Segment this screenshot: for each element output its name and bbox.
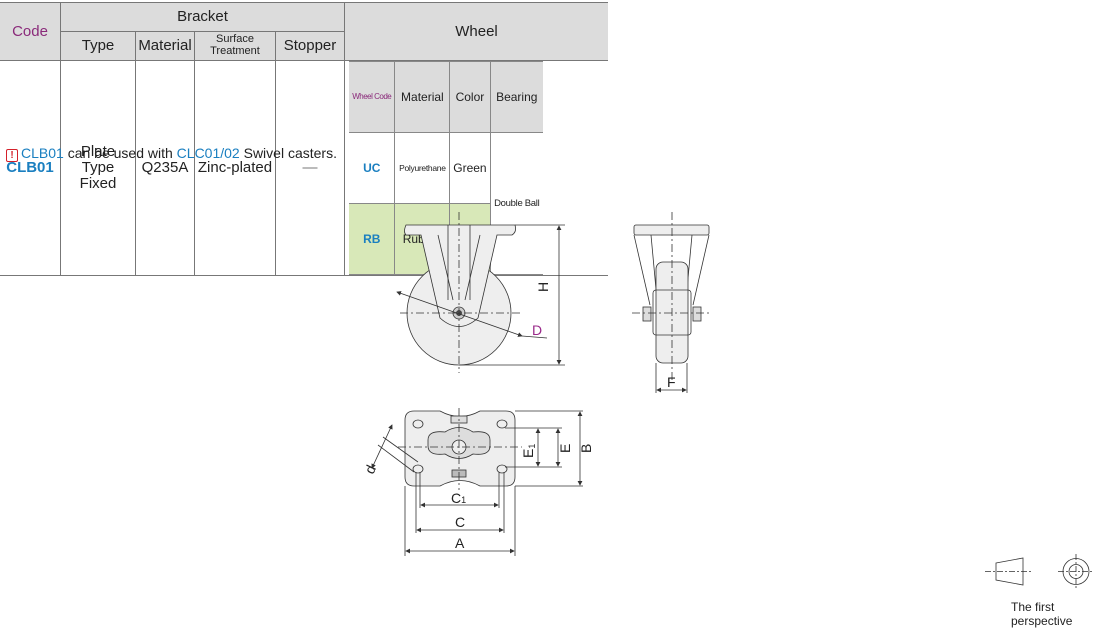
dim-A: A xyxy=(455,535,465,551)
wheel-header-material: Material xyxy=(394,61,451,133)
front-view xyxy=(632,212,712,393)
note-text: Swivel casters. xyxy=(239,145,337,161)
note-swivel-link[interactable]: CLC01/02 xyxy=(176,145,240,161)
row-type-text: Plate Type Fixed xyxy=(79,143,117,192)
dim-C: C xyxy=(455,514,465,530)
warning-icon: ! xyxy=(6,149,18,162)
dim-E: E xyxy=(557,444,573,453)
dim-d: d xyxy=(361,462,379,476)
side-view xyxy=(396,212,565,373)
header-stopper: Stopper xyxy=(275,31,345,61)
row-stopper: — xyxy=(275,60,345,276)
dim-F: F xyxy=(667,374,676,390)
dim-H: H xyxy=(535,282,551,292)
wheel-code: RB xyxy=(349,203,396,275)
header-code: Code xyxy=(0,2,61,61)
header-bracket: Bracket xyxy=(60,2,345,32)
note-code-link[interactable]: CLB01 xyxy=(21,145,64,161)
first-angle-projection-icon xyxy=(985,554,1094,589)
wheel-code: UC xyxy=(349,132,396,204)
header-surface-treatment: Surface Treatment xyxy=(194,31,276,61)
wheel-header-code: Wheel Code xyxy=(349,61,396,133)
wheel-header-color: Color xyxy=(449,61,491,133)
wheel-bearing: Double Ball xyxy=(489,132,543,275)
compatibility-note: !CLB01 can be used with CLC01/02 Swivel … xyxy=(6,145,337,162)
row-code: CLB01 xyxy=(0,60,61,276)
dim-D: D xyxy=(532,322,542,338)
note-text: can be used with xyxy=(63,145,177,161)
row-type: Plate Type Fixed xyxy=(60,60,136,276)
bottom-view xyxy=(371,408,583,556)
wheel-header-bearing: Bearing xyxy=(489,61,543,133)
perspective-label: The first perspective xyxy=(1011,600,1073,628)
header-material: Material xyxy=(135,31,195,61)
row-surface: Zinc-plated xyxy=(194,60,276,276)
dim-B: B xyxy=(578,444,594,453)
dim-C1: C1 xyxy=(451,490,466,506)
dim-E1: E1 xyxy=(520,444,537,458)
